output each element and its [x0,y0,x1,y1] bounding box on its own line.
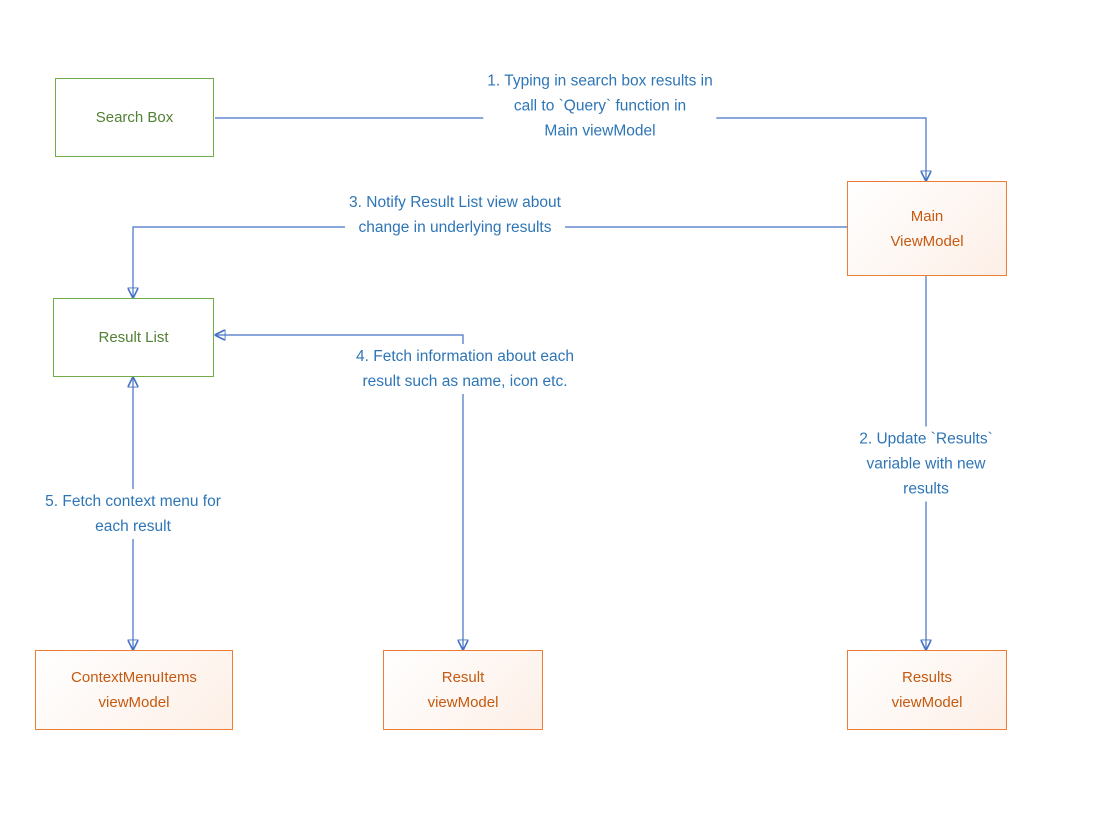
annotation-step5: 5. Fetch context menu for each result [41,489,225,539]
node-main-viewmodel: Main ViewModel [847,181,1007,276]
node-results-viewmodel: Results viewModel [847,650,1007,730]
annotation-step2: 2. Update `Results` variable with new re… [834,426,1018,502]
node-result-viewmodel: Result viewModel [383,650,543,730]
node-contextmenuitems-viewmodel-label: ContextMenuItems viewModel [71,669,197,711]
node-result-list: Result List [53,298,214,377]
annotation-step3: 3. Notify Result List view about change … [345,190,565,240]
node-main-viewmodel-label: Main ViewModel [890,207,964,250]
node-results-viewmodel-label: Results viewModel [891,669,963,711]
annotation-step4: 4. Fetch information about each result s… [352,344,578,394]
arrow-step4 [216,335,463,649]
arrow-step1 [215,117,926,180]
annotation-step1: 1. Typing in search box results in call … [483,68,717,144]
node-search-box-label: Search Box [95,109,174,126]
arrow-step3 [133,226,847,297]
node-result-list-label: Result List [98,329,169,346]
node-search-box: Search Box [55,78,214,157]
node-contextmenuitems-viewmodel: ContextMenuItems viewModel [35,650,233,730]
node-result-viewmodel-label: Result viewModel [427,669,499,711]
